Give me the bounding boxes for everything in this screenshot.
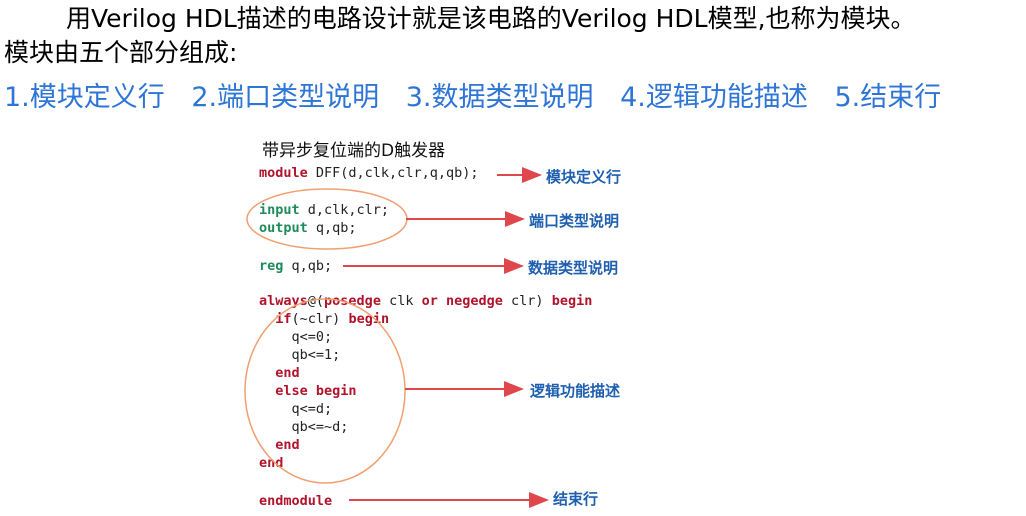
assign-qd: q<=d; [291,401,333,417]
clk-text: clk [380,293,422,309]
input-list: d,clk,clr; [299,202,390,218]
intro-line-2: 模块由五个部分组成: [4,38,238,67]
kw-output: output [259,220,308,236]
reg-list: q,qb; [283,258,333,274]
assign-q0: q<=0; [291,329,333,345]
label-logic-desc: 逻辑功能描述 [530,382,621,400]
label-module-line: 模块定义行 [546,168,622,186]
part-2: 2.端口类型说明 [191,82,380,113]
kw-end-if: end [275,365,300,381]
kw-end-always: end [259,455,284,471]
assign-qb1: qb<=1; [291,347,341,363]
code-endmodule: endmodule [259,492,332,510]
label-port-decl: 端口类型说明 [529,212,620,230]
code-logic-block: always@(posedge clk or negedge clr) begi… [259,292,592,472]
kw-or: or [421,293,438,309]
kw-module: module [259,165,308,181]
assign-qbnd: qb<=~d; [291,419,349,435]
part-3: 3.数据类型说明 [405,82,594,113]
intro-line-1: 用Verilog HDL描述的电路设计就是该电路的Verilog HDL模型,也… [66,4,916,33]
kw-input: input [259,202,300,218]
label-end-line: 结束行 [553,490,599,508]
figure-title: 带异步复位端的D触发器 [262,141,446,161]
if-condition: (~clr) [291,311,349,327]
part-5: 5.结束行 [834,82,942,113]
module-signature: DFF(d,clk,clr,q,qb); [307,165,479,181]
code-module-line: module DFF(d,clk,clr,q,qb); [259,164,478,182]
part-1: 1.模块定义行 [4,82,165,113]
kw-end-else: end [275,437,300,453]
label-data-decl: 数据类型说明 [528,259,619,277]
part-4: 4.逻辑功能描述 [620,82,808,113]
kw-reg: reg [259,258,284,274]
port-decl-ellipse [246,188,408,250]
kw-endmodule: endmodule [259,493,333,509]
code-port-decl: input d,clk,clr; output q,qb; [259,201,389,237]
parts-list: 1.模块定义行 2.端口类型说明 3.数据类型说明 4.逻辑功能描述 5.结束行 [4,80,1022,116]
kw-else-begin: else begin [275,383,357,399]
logic-ellipse [244,298,406,484]
clr-text: clr) [502,293,552,309]
kw-begin: begin [551,293,593,309]
intro-paragraph: 用Verilog HDL描述的电路设计就是该电路的Verilog HDL模型,也… [4,2,1022,70]
output-list: q,qb; [307,220,357,236]
code-reg-decl: reg q,qb; [259,257,332,275]
always-at: @( [307,293,325,309]
kw-posedge: posedge [324,293,381,309]
kw-negedge: negedge [446,293,503,309]
